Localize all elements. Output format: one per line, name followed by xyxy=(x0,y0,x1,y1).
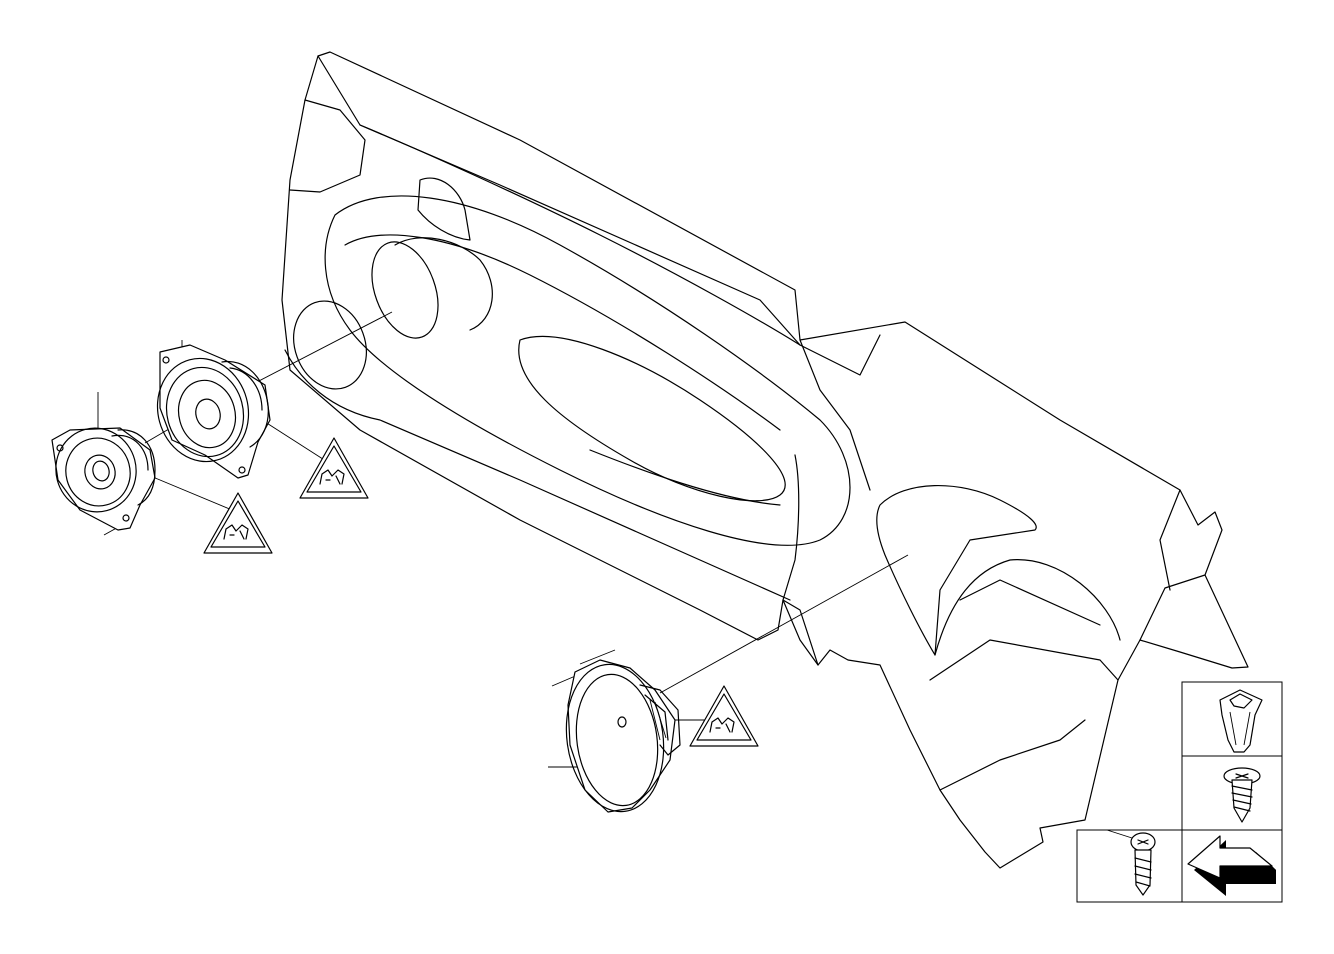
esd-warning-icon xyxy=(299,437,369,499)
esd-warning-icon xyxy=(203,492,273,554)
arrow-icon xyxy=(1187,835,1276,896)
midrange-speaker[interactable] xyxy=(146,344,271,479)
tweeter-speaker[interactable] xyxy=(46,419,156,531)
self-tapping-screw[interactable] xyxy=(1223,767,1261,823)
oval-head-screw[interactable] xyxy=(1106,829,1156,896)
expansion-nut[interactable] xyxy=(1219,689,1263,753)
esd-warning-icon xyxy=(689,685,759,747)
woofer-speaker[interactable] xyxy=(557,658,681,818)
door-trim-panel[interactable] xyxy=(281,51,1249,869)
